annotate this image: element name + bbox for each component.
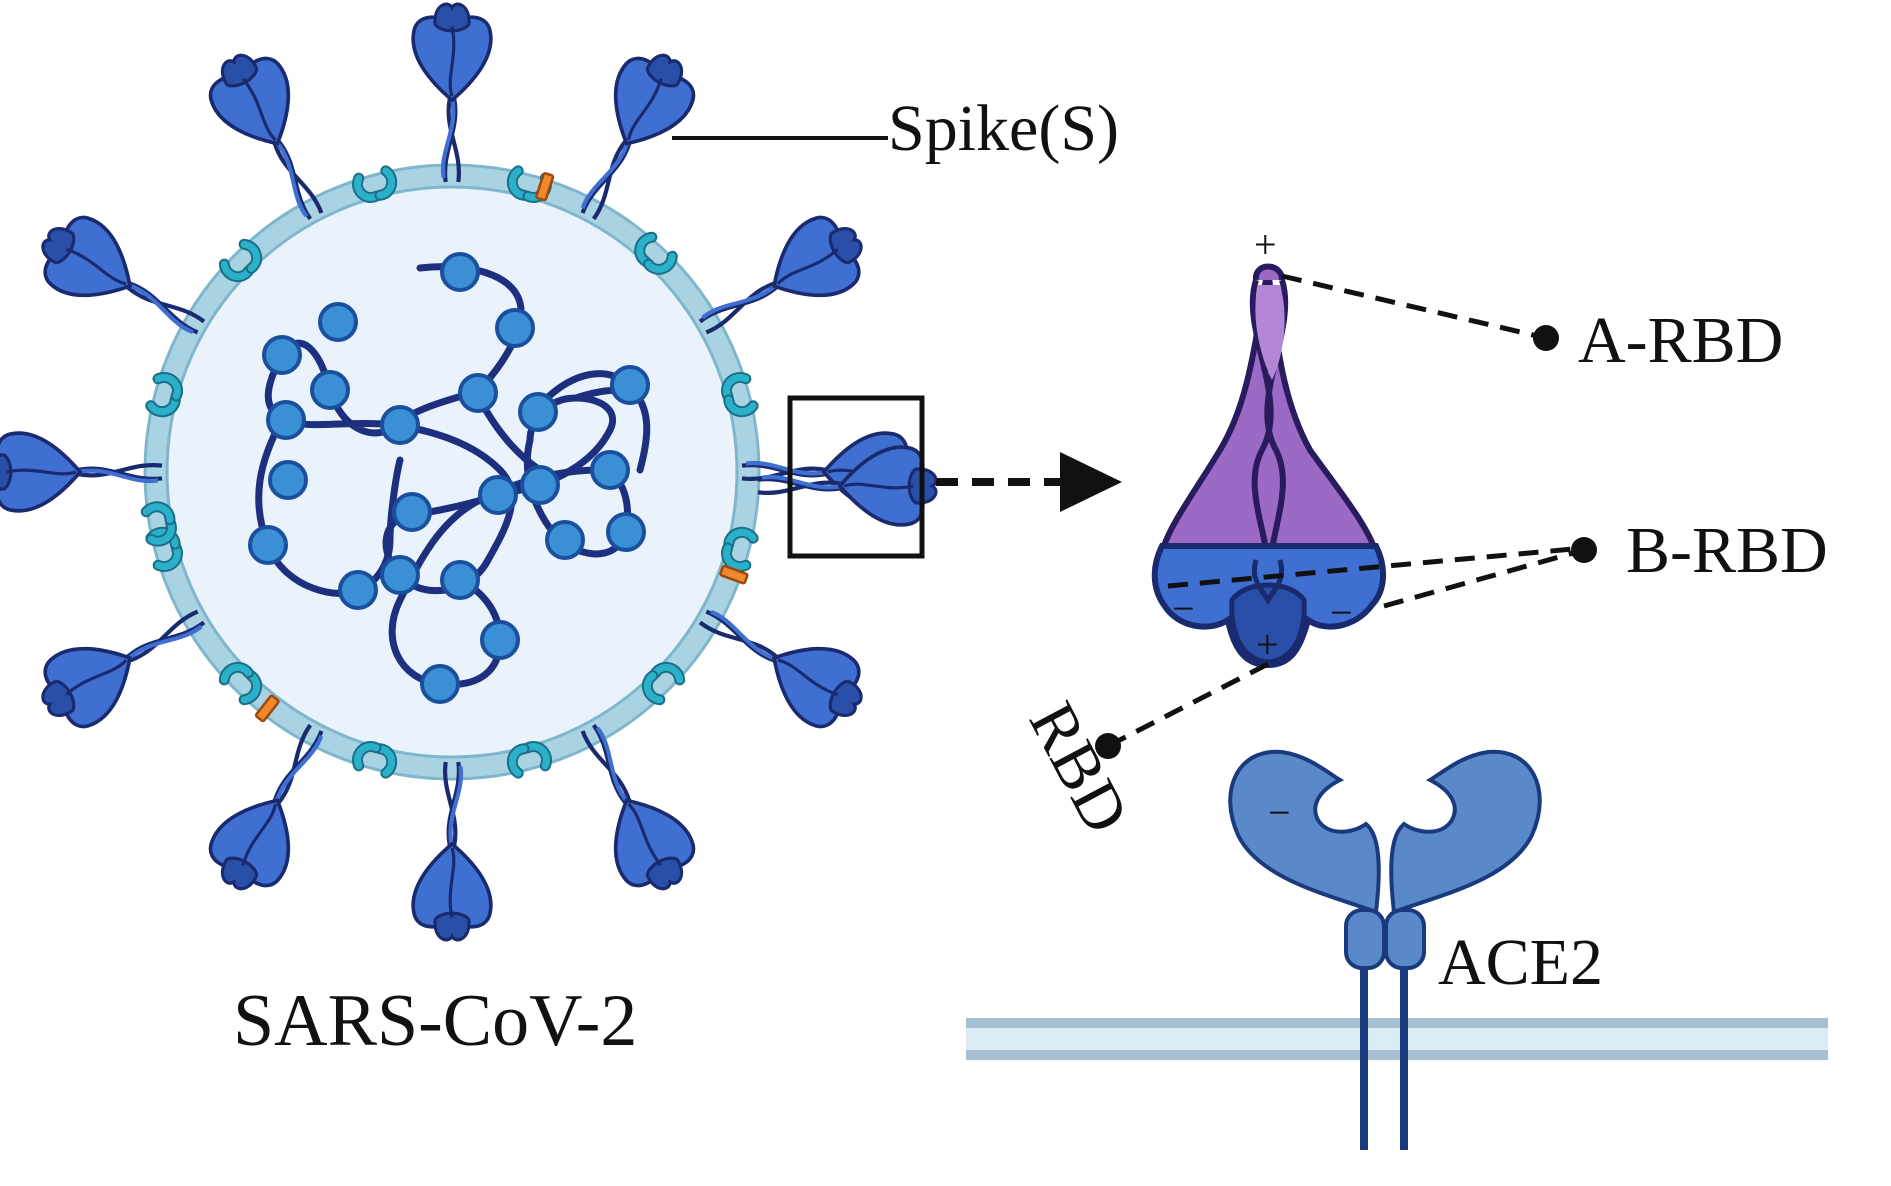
nucleocapsid-bead: [420, 664, 460, 704]
zoom-arrow-head: [1060, 452, 1122, 512]
virus-label: SARS-CoV-2: [233, 980, 637, 1062]
b-rbd-dot: [1571, 537, 1597, 563]
a-rbd-dot: [1533, 325, 1559, 351]
b-rbd-pointer-upper: [1167, 545, 1585, 589]
spike-protein: [413, 762, 491, 940]
charge-plus-bottom: +: [1256, 622, 1279, 667]
nucleocapsid-bead: [480, 620, 520, 660]
nucleocapsid-bead: [440, 560, 480, 600]
charge-minus-left: −: [1172, 586, 1195, 631]
nucleocapsid-bead: [545, 520, 585, 560]
nucleocapsid-bead: [262, 335, 302, 375]
nucleocapsid-bead: [310, 370, 350, 410]
charge-minus-right: −: [1330, 590, 1353, 635]
nucleocapsid-bead: [440, 252, 480, 292]
nucleocapsid-bead: [590, 450, 630, 490]
nucleocapsid-bead: [495, 308, 535, 348]
nucleocapsid-bead: [380, 405, 420, 445]
nucleocapsid-bead: [478, 475, 518, 515]
nucleocapsid-bead: [248, 525, 288, 565]
virus-particle: [0, 4, 936, 940]
nucleocapsid-bead: [606, 512, 646, 552]
nucleocapsid-bead: [268, 460, 308, 500]
b-rbd-pointer-lower: [1383, 547, 1585, 609]
spike-protein: [413, 4, 491, 182]
viral-envelope: [145, 165, 759, 779]
nucleocapsid-proteins: [248, 252, 650, 704]
spike-label: Spike(S): [888, 92, 1119, 165]
zoom-box: [787, 395, 925, 559]
nucleocapsid-bead: [266, 400, 306, 440]
nucleocapsid-bead: [380, 555, 420, 595]
rbd-dot: [1095, 733, 1121, 759]
cell-membrane: [966, 1018, 1828, 1060]
nucleocapsid-bead: [318, 302, 358, 342]
nucleocapsid-bead: [520, 465, 560, 505]
spike-protein: [0, 433, 162, 511]
rbd-pointer: [1106, 661, 1270, 749]
a-rbd-pointer: [1281, 273, 1547, 341]
ace2-label: ACE2: [1438, 926, 1603, 999]
nucleocapsid-bead: [338, 570, 378, 610]
nucleocapsid-bead: [518, 392, 558, 432]
ace2-receptor: −: [1228, 749, 1542, 1150]
nucleocapsid-bead: [458, 373, 498, 413]
nucleocapsid-bead: [392, 492, 432, 532]
nucleocapsid-bead: [610, 365, 650, 405]
b-rbd-label: B-RBD: [1626, 514, 1828, 587]
charge-minus-ace2: −: [1268, 790, 1291, 835]
charge-plus-top: +: [1254, 222, 1277, 267]
rbd-label: RBD: [1015, 691, 1143, 845]
enlarged-spike: + − − +: [1151, 222, 1387, 669]
a-rbd-label: A-RBD: [1578, 304, 1783, 377]
